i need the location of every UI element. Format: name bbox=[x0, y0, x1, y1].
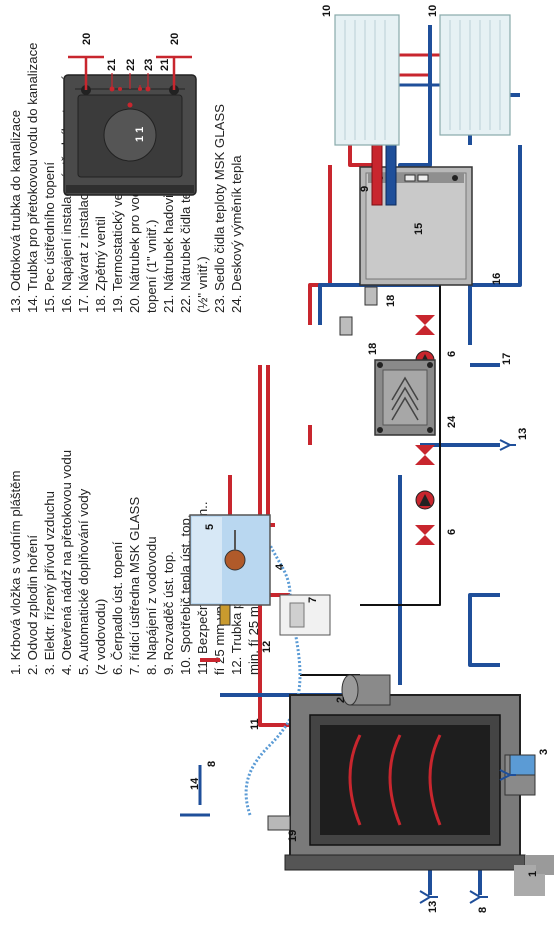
legend-left-item: 5. Automatické doplňování vody bbox=[76, 488, 91, 675]
radiator-lower: 10 bbox=[427, 5, 510, 135]
label-18-a: 18 bbox=[367, 343, 379, 355]
legend-left-item: 6. Čerpadlo úst. topení bbox=[110, 541, 125, 675]
legend-right-item: 14. Trubka pro přetokovou vodu do kanali… bbox=[25, 42, 40, 313]
label-16: 16 bbox=[491, 273, 503, 285]
fireplace-insert: 1 2 3 bbox=[285, 675, 554, 885]
label-4: 4 bbox=[274, 563, 286, 570]
legend-left-item: 9. Rozvaděč úst. top. bbox=[161, 551, 176, 675]
label-13-left: 13 bbox=[427, 901, 439, 913]
radiator-upper: 10 bbox=[321, 5, 399, 145]
label-6-lower: 6 bbox=[446, 529, 458, 535]
label-20-top: 20 bbox=[81, 33, 93, 45]
legend-left-item: 3. Elektr. řízený přívod vzduchu bbox=[42, 491, 57, 675]
label-8-tank: 8 bbox=[206, 761, 218, 767]
label-10-upper: 10 bbox=[321, 5, 333, 17]
legend-right-item: 13. Odtoková trubka do kanalizace bbox=[8, 110, 23, 313]
legend-left-item: 8. Napájení z vodovodu bbox=[144, 536, 159, 675]
legend-right-item: 23. Sedlo čidla teploty MSK GLASS bbox=[212, 104, 227, 313]
label-1: 1 bbox=[527, 871, 539, 877]
legend-left-item: 4. Otevřená nádrž na přetokovou vodu bbox=[59, 450, 74, 675]
label-22: 22 bbox=[125, 59, 137, 71]
legend-left-item: 2. Odvod zplodin hoření bbox=[25, 535, 40, 675]
label-21-top: 21 bbox=[106, 59, 118, 71]
legend-left-item: 7. řídicí ústředna MSK GLASS bbox=[127, 497, 142, 675]
label-11-left: 11 bbox=[249, 718, 261, 730]
label-11-insert: 1 1 bbox=[134, 127, 146, 142]
control-unit: 7 bbox=[280, 595, 330, 635]
label-14: 14 bbox=[189, 777, 201, 790]
legend-left-item: (z vodovodu) bbox=[93, 599, 108, 675]
label-24: 24 bbox=[446, 415, 458, 428]
label-13-right: 13 bbox=[517, 428, 529, 440]
label-19: 19 bbox=[287, 830, 299, 842]
label-2: 2 bbox=[335, 697, 347, 703]
legend-right-item: 18. Zpětný ventil bbox=[93, 216, 108, 313]
label-17: 17 bbox=[501, 353, 513, 365]
label-7: 7 bbox=[307, 597, 319, 603]
pump-lower: 6 bbox=[415, 445, 458, 545]
label-15: 15 bbox=[413, 223, 425, 235]
label-18-b: 18 bbox=[385, 295, 397, 307]
check-valves: 18 18 bbox=[340, 287, 397, 355]
label-12: 12 bbox=[261, 641, 273, 653]
label-3: 3 bbox=[538, 749, 550, 755]
insert-front-view: 20 20 21 22 23 21 1 1 bbox=[64, 33, 196, 195]
plate-heat-exchanger: 24 bbox=[375, 360, 458, 435]
label-6-upper: 6 bbox=[446, 351, 458, 357]
label-20-bottom: 20 bbox=[169, 33, 181, 45]
label-21-bottom: 21 bbox=[159, 59, 171, 71]
legend-right-item: (½" vnitř.) bbox=[195, 256, 210, 313]
label-10-lower: 10 bbox=[427, 5, 439, 17]
label-23: 23 bbox=[143, 59, 155, 71]
legend-left-item: 1. Krbová vložka s vodním pláštěm bbox=[8, 470, 23, 675]
legend-right-item: 15. Pec ústředního topení bbox=[42, 162, 57, 313]
label-9: 9 bbox=[359, 186, 371, 192]
label-8-left: 8 bbox=[477, 907, 489, 913]
label-5: 5 bbox=[204, 524, 216, 530]
legend-right-item: 24. Deskový výměník tepla bbox=[229, 155, 244, 313]
legend-right-item: topení (1" vnitř.) bbox=[144, 220, 159, 313]
